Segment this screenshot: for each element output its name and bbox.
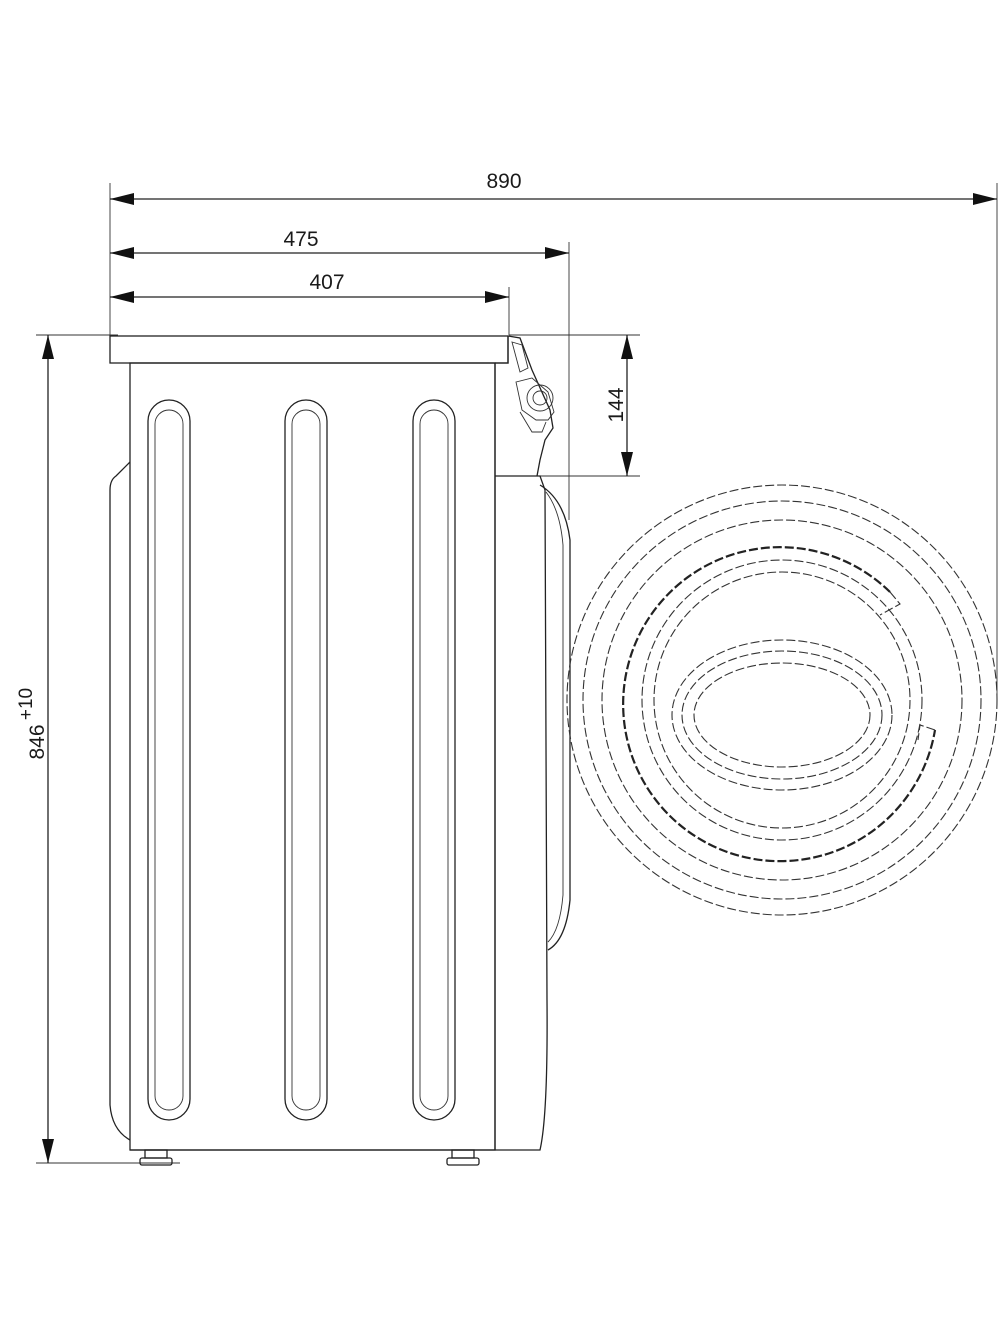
- dimension-890: 890: [109, 170, 998, 700]
- control-panel-profile: [507, 335, 555, 477]
- dimension-890-label: 890: [486, 170, 521, 193]
- dimension-846-tolerance: +10: [16, 688, 37, 720]
- dimension-407-label: 407: [309, 271, 344, 294]
- dimension-144: 144: [509, 334, 640, 477]
- side-ribs: [147, 399, 456, 1121]
- feet: [139, 1149, 480, 1166]
- top-lid: [109, 335, 509, 364]
- machine-side-view: [109, 335, 571, 1166]
- dimension-144-label: 144: [605, 387, 628, 422]
- dimension-846: 846 +10: [16, 334, 180, 1164]
- dimension-846-label: 846: [26, 724, 49, 759]
- dimension-407: 407: [110, 271, 510, 335]
- side-panel: [129, 362, 496, 1151]
- dimension-475: 475: [110, 228, 570, 520]
- door-swing-outline: [566, 484, 998, 916]
- dimension-475-label: 475: [283, 228, 318, 251]
- door-profile: [539, 484, 571, 951]
